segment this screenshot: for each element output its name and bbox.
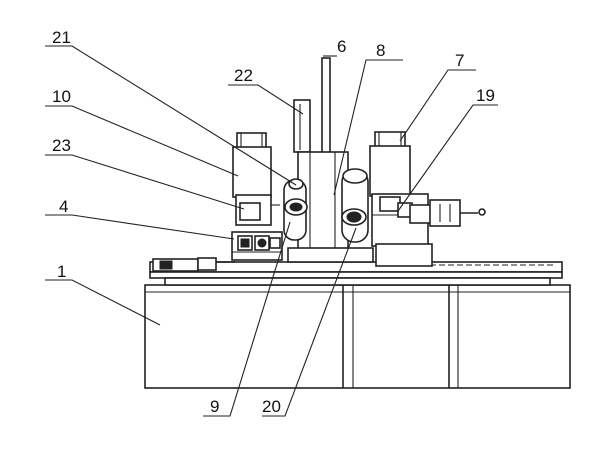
label-8: 8: [376, 41, 385, 60]
label-6: 6: [337, 37, 346, 56]
guide-rail: [149, 257, 563, 286]
right-feed: [379, 196, 486, 227]
label-20: 20: [262, 397, 281, 416]
label-7: 7: [455, 51, 464, 70]
label-19: 19: [476, 86, 495, 105]
label-21: 21: [52, 28, 71, 47]
label-10: 10: [52, 87, 71, 106]
label-9: 9: [210, 397, 219, 416]
label-1: 1: [57, 262, 66, 281]
left-carriage: [231, 231, 283, 261]
base-bed: [144, 284, 571, 389]
central-column: [287, 57, 374, 263]
label-22: 22: [234, 66, 253, 85]
right-spindle: [341, 168, 369, 243]
label-4: 4: [59, 197, 68, 216]
label-23: 23: [52, 136, 71, 155]
leader-lines: [45, 45, 498, 417]
left-column: [232, 132, 280, 226]
